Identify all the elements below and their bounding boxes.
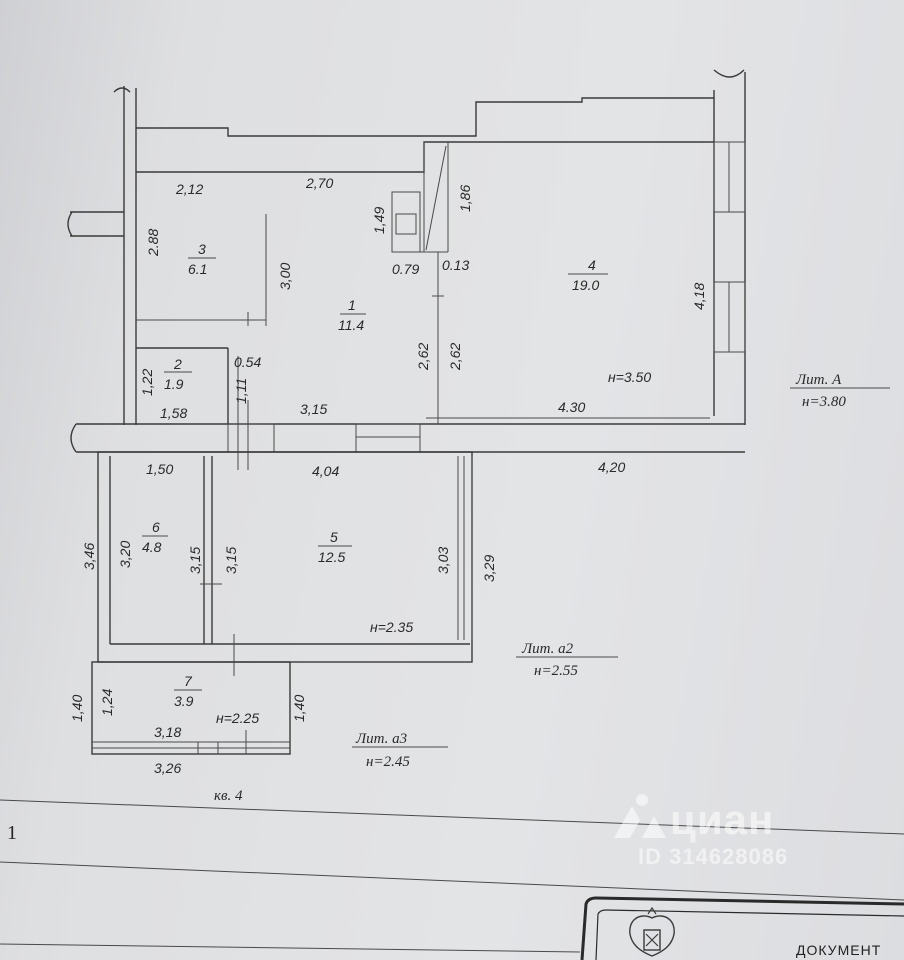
extension-a3-walls	[91, 661, 291, 755]
dim-1-40-left: 1,40	[69, 695, 85, 722]
dim-1-24: 1,24	[99, 689, 115, 716]
dim-0-79: 0.79	[392, 261, 419, 277]
dimension-labels: 2,12 2,70 0.79 0.13 0.54 1,58 3,15 4.30 …	[69, 175, 707, 776]
height-labels: н=3.50 н=2.35 н=2.25	[216, 369, 651, 726]
document-label: ДОКУМЕНТ	[796, 942, 882, 958]
cian-logo-icon	[614, 794, 666, 838]
dim-3-15-left: 3,15	[187, 547, 203, 574]
room-3-area: 6.1	[188, 261, 207, 277]
dim-1-50: 1,50	[146, 461, 173, 477]
liter-a2-height: н=2.55	[534, 663, 578, 679]
dim-2-62-right: 2,62	[447, 343, 463, 371]
room-1-area: 11.4	[338, 317, 364, 333]
room-labels: 3 6.1 1 11.4 4 19.0 2 1.9 5 12.5 6 4.8 7…	[142, 241, 599, 709]
dim-1-58: 1,58	[160, 405, 187, 421]
page-number: 1	[7, 822, 17, 844]
dim-2-88: 2.88	[145, 229, 161, 257]
dim-1-11: 1,11	[233, 378, 249, 404]
dim-4-20: 4,20	[598, 459, 625, 475]
room-2-number: 2	[173, 356, 182, 372]
dim-2-70: 2,70	[305, 175, 333, 191]
room-6-area: 4.8	[142, 539, 162, 555]
dim-1-86: 1,86	[457, 185, 473, 212]
room-4-number: 4	[588, 257, 596, 273]
dim-0-13: 0.13	[442, 257, 469, 273]
dim-3-15: 3,15	[300, 401, 327, 417]
dim-4-18: 4,18	[691, 283, 707, 310]
room-5-area: 12.5	[318, 549, 345, 565]
height-3-50: н=3.50	[608, 369, 651, 385]
height-2-25: н=2.25	[216, 710, 259, 726]
liter-a3-name: Лит. а3	[355, 731, 407, 747]
watermark-brand: циан	[670, 796, 775, 843]
emblem-icon	[629, 906, 675, 957]
dim-2-12: 2,12	[175, 181, 203, 197]
main-walls	[67, 69, 746, 470]
room-7-number: 7	[184, 673, 193, 689]
dim-3-00: 3,00	[277, 263, 293, 290]
liter-labels: Лит. А н=3.80 Лит. а2 н=2.55 Лит. а3 н=2…	[214, 372, 846, 804]
liter-a3-height: н=2.45	[366, 754, 410, 770]
dim-1-49: 1,49	[371, 207, 387, 234]
liter-a-name: Лит. А	[795, 372, 842, 388]
liter-a2-name: Лит. а2	[521, 641, 574, 657]
room-6-number: 6	[152, 519, 160, 535]
extension-a2-walls	[97, 451, 473, 676]
watermark: циан ID 314628086	[610, 790, 850, 880]
dim-3-15-right: 3,15	[223, 547, 239, 574]
dim-4-04: 4,04	[312, 463, 339, 479]
dim-3-29: 3,29	[481, 555, 497, 582]
height-2-35: н=2.35	[370, 619, 413, 635]
page-lines	[0, 799, 904, 960]
watermark-id: ID 314628086	[638, 844, 789, 869]
liter-a-height: н=3.80	[802, 394, 846, 410]
dim-1-40-right: 1,40	[291, 695, 307, 722]
dim-3-20: 3,20	[117, 541, 133, 568]
dim-4-30: 4.30	[558, 399, 585, 415]
dim-3-46: 3,46	[81, 543, 97, 570]
dim-3-18: 3,18	[154, 724, 181, 740]
room-5-number: 5	[330, 529, 338, 545]
apartment-label: кв. 4	[214, 788, 243, 804]
dim-3-03: 3,03	[435, 547, 451, 574]
room-7-area: 3.9	[174, 693, 194, 709]
room-3-number: 3	[198, 241, 206, 257]
dim-2-62-left: 2,62	[415, 343, 431, 371]
dim-1-22: 1,22	[139, 369, 155, 396]
room-2-area: 1.9	[164, 376, 184, 392]
dim-3-26: 3,26	[154, 760, 181, 776]
dim-0-54: 0.54	[234, 354, 261, 370]
room-1-number: 1	[348, 297, 356, 313]
fraction-lines	[142, 257, 890, 748]
room-4-area: 19.0	[572, 277, 599, 293]
